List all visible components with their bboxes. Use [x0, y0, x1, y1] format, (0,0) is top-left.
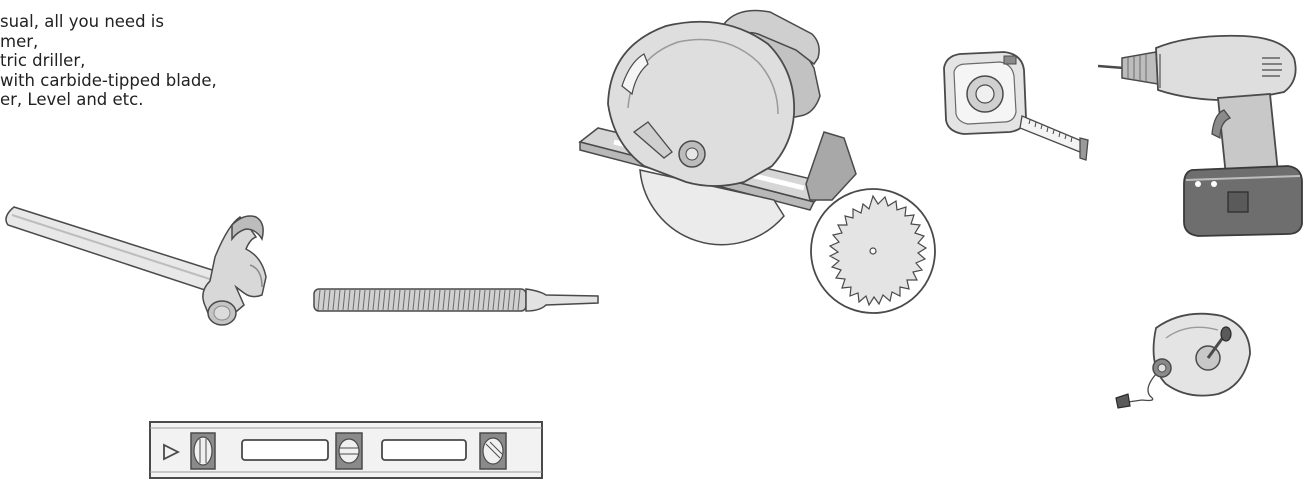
intro-line: mer, [0, 31, 39, 51]
saw-blade-image [810, 188, 936, 314]
intro-line: with carbide-tipped blade, [0, 70, 217, 90]
intro-line: tric driller, [0, 51, 86, 70]
file-image [313, 288, 599, 312]
chalk-line-image [1115, 312, 1251, 409]
intro-line: sual, all you need is [0, 12, 164, 31]
intro-line: er, Level and etc. [0, 90, 144, 109]
tape-measure-image [943, 51, 1089, 161]
hammer-image [5, 206, 267, 326]
spirit-level-image [149, 421, 543, 479]
electric-drill-image [1097, 34, 1303, 237]
circular-saw-image [578, 9, 857, 246]
intro-text: sual, all you need is mer, tric driller,… [0, 12, 298, 110]
